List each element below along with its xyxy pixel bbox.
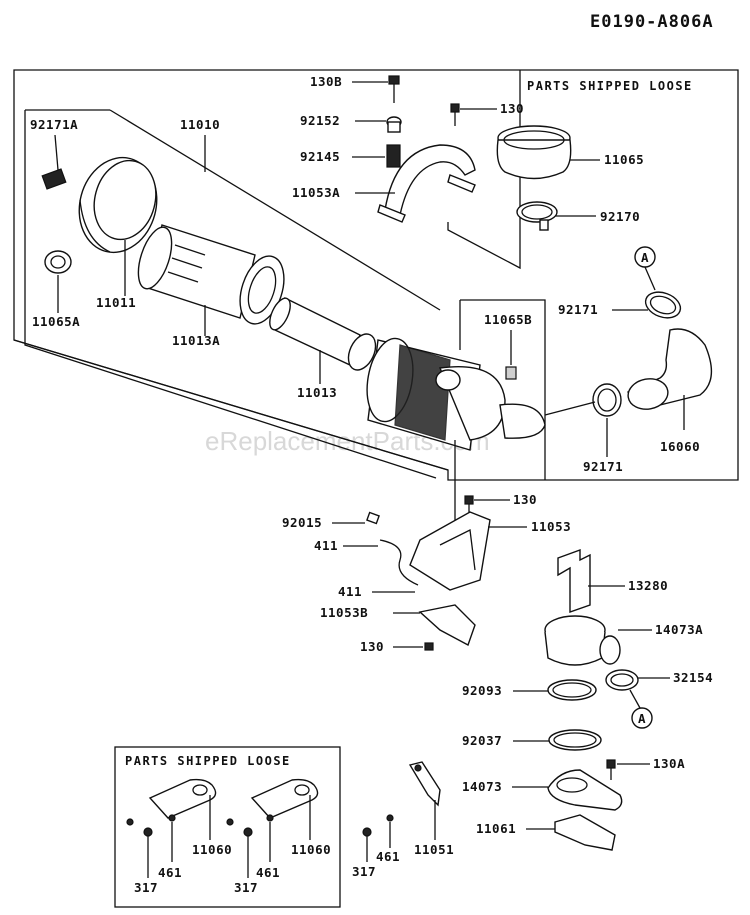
- outline-diagonal: [13, 339, 449, 471]
- svg-text:A: A: [641, 250, 649, 265]
- washer-461-c-part: [386, 814, 394, 822]
- nut-317-c-part: [362, 827, 372, 837]
- pipe-32154-part: [605, 669, 639, 691]
- cap-11065-part: [496, 125, 572, 180]
- clamp-92037-part: [548, 729, 602, 751]
- plate-13280-part: [557, 549, 591, 613]
- callout-92171A: 92171A: [30, 117, 78, 132]
- callout-317-a: 317: [134, 880, 158, 895]
- callout-16060: 16060: [660, 439, 700, 454]
- callout-11060-a: 11060: [192, 842, 232, 857]
- main-assembly-outline: [13, 69, 739, 481]
- bottom-loose-parts-box: [114, 746, 341, 908]
- callout-461-c: 461: [376, 849, 400, 864]
- flange-14073-part: [547, 769, 623, 811]
- hose-16060-part: [626, 328, 713, 410]
- callout-92093: 92093: [462, 683, 502, 698]
- bracket-11053-part: [409, 511, 491, 591]
- spring-92145-part: [386, 144, 401, 168]
- callout-11010: 11010: [180, 117, 220, 132]
- callout-130-top: 130: [500, 101, 524, 116]
- plate-11053B-part: [418, 604, 476, 647]
- ring-92093-part: [547, 679, 597, 701]
- callout-317-b: 317: [234, 880, 258, 895]
- bracket-11051-part: [408, 761, 441, 807]
- intake-14073A-part: [544, 615, 621, 666]
- callout-411-lower: 411: [338, 584, 362, 599]
- filter-box-outline: [24, 110, 437, 479]
- nut-317-b-part: [226, 818, 253, 837]
- callout-14073: 14073: [462, 779, 502, 794]
- callout-11053B: 11053B: [320, 605, 368, 620]
- clamp-92171-lower-part: [592, 383, 622, 417]
- callout-14073A: 14073A: [655, 622, 703, 637]
- callout-411-upper: 411: [314, 538, 338, 553]
- callout-11060-b: 11060: [291, 842, 331, 857]
- callout-11013A: 11013A: [172, 333, 220, 348]
- element-11013-part: [269, 297, 377, 371]
- washer-461-b-part: [266, 814, 274, 822]
- gasket-11060-b-part: [250, 778, 319, 819]
- bolt-130B-part: [388, 75, 400, 103]
- callout-92037: 92037: [462, 733, 502, 748]
- clamp-92170-part: [516, 201, 558, 231]
- bolt-130-top-part: [450, 103, 460, 126]
- gasket-11060-a-part: [148, 778, 217, 819]
- callout-11065B: 11065B: [484, 312, 532, 327]
- callout-92152: 92152: [300, 113, 340, 128]
- bolt-130A-part: [606, 759, 616, 780]
- clamp-92171A-part: [41, 168, 67, 190]
- washer-92152-part: [386, 116, 402, 133]
- reference-A-top: A: [634, 246, 656, 268]
- air-cleaner-housing-part: [366, 337, 546, 451]
- bracket-11053A-part: [377, 144, 476, 223]
- bottom-box-header: PARTS SHIPPED LOOSE: [125, 754, 291, 768]
- callout-317-c: 317: [352, 864, 376, 879]
- element-11013A-part: [137, 224, 285, 325]
- callout-11061: 11061: [476, 821, 516, 836]
- callout-11013: 11013: [297, 385, 337, 400]
- callout-32154: 32154: [673, 670, 713, 685]
- clip-92015-part: [366, 511, 380, 525]
- callout-461-b: 461: [256, 865, 280, 880]
- callout-130-mid: 130: [513, 492, 537, 507]
- clamp-92171-upper-part: [644, 291, 682, 319]
- callout-92171-upper: 92171: [558, 302, 598, 317]
- callout-130B: 130B: [310, 74, 342, 89]
- callout-130A: 130A: [653, 756, 685, 771]
- callout-11053A: 11053A: [292, 185, 340, 200]
- nut-11065A-part: [44, 250, 72, 274]
- hose-411-part: [379, 539, 419, 586]
- gasket-11061-part: [554, 814, 616, 851]
- callout-11065A: 11065A: [32, 314, 80, 329]
- callout-11065: 11065: [604, 152, 644, 167]
- svg-text:A: A: [638, 711, 646, 726]
- callout-130-low: 130: [360, 639, 384, 654]
- callout-11053: 11053: [531, 519, 571, 534]
- washer-461-a-part: [168, 814, 176, 822]
- bolt-130-low-part: [424, 642, 434, 651]
- nut-317-a-part: [126, 818, 153, 837]
- reference-A-bottom: A: [631, 707, 653, 729]
- callout-92171-lower: 92171: [583, 459, 623, 474]
- callout-92015: 92015: [282, 515, 322, 530]
- cover-11011-part: [78, 156, 158, 254]
- valve-11065B-part: [505, 366, 517, 380]
- top-box-header: PARTS SHIPPED LOOSE: [527, 79, 693, 93]
- callout-92145: 92145: [300, 149, 340, 164]
- sub-box-11065B: [460, 299, 546, 480]
- callout-13280: 13280: [628, 578, 668, 593]
- callout-461-a: 461: [158, 865, 182, 880]
- callout-11011: 11011: [96, 295, 136, 310]
- document-id: E0190-A806A: [590, 12, 714, 32]
- callout-11051: 11051: [414, 842, 454, 857]
- callout-92170: 92170: [600, 209, 640, 224]
